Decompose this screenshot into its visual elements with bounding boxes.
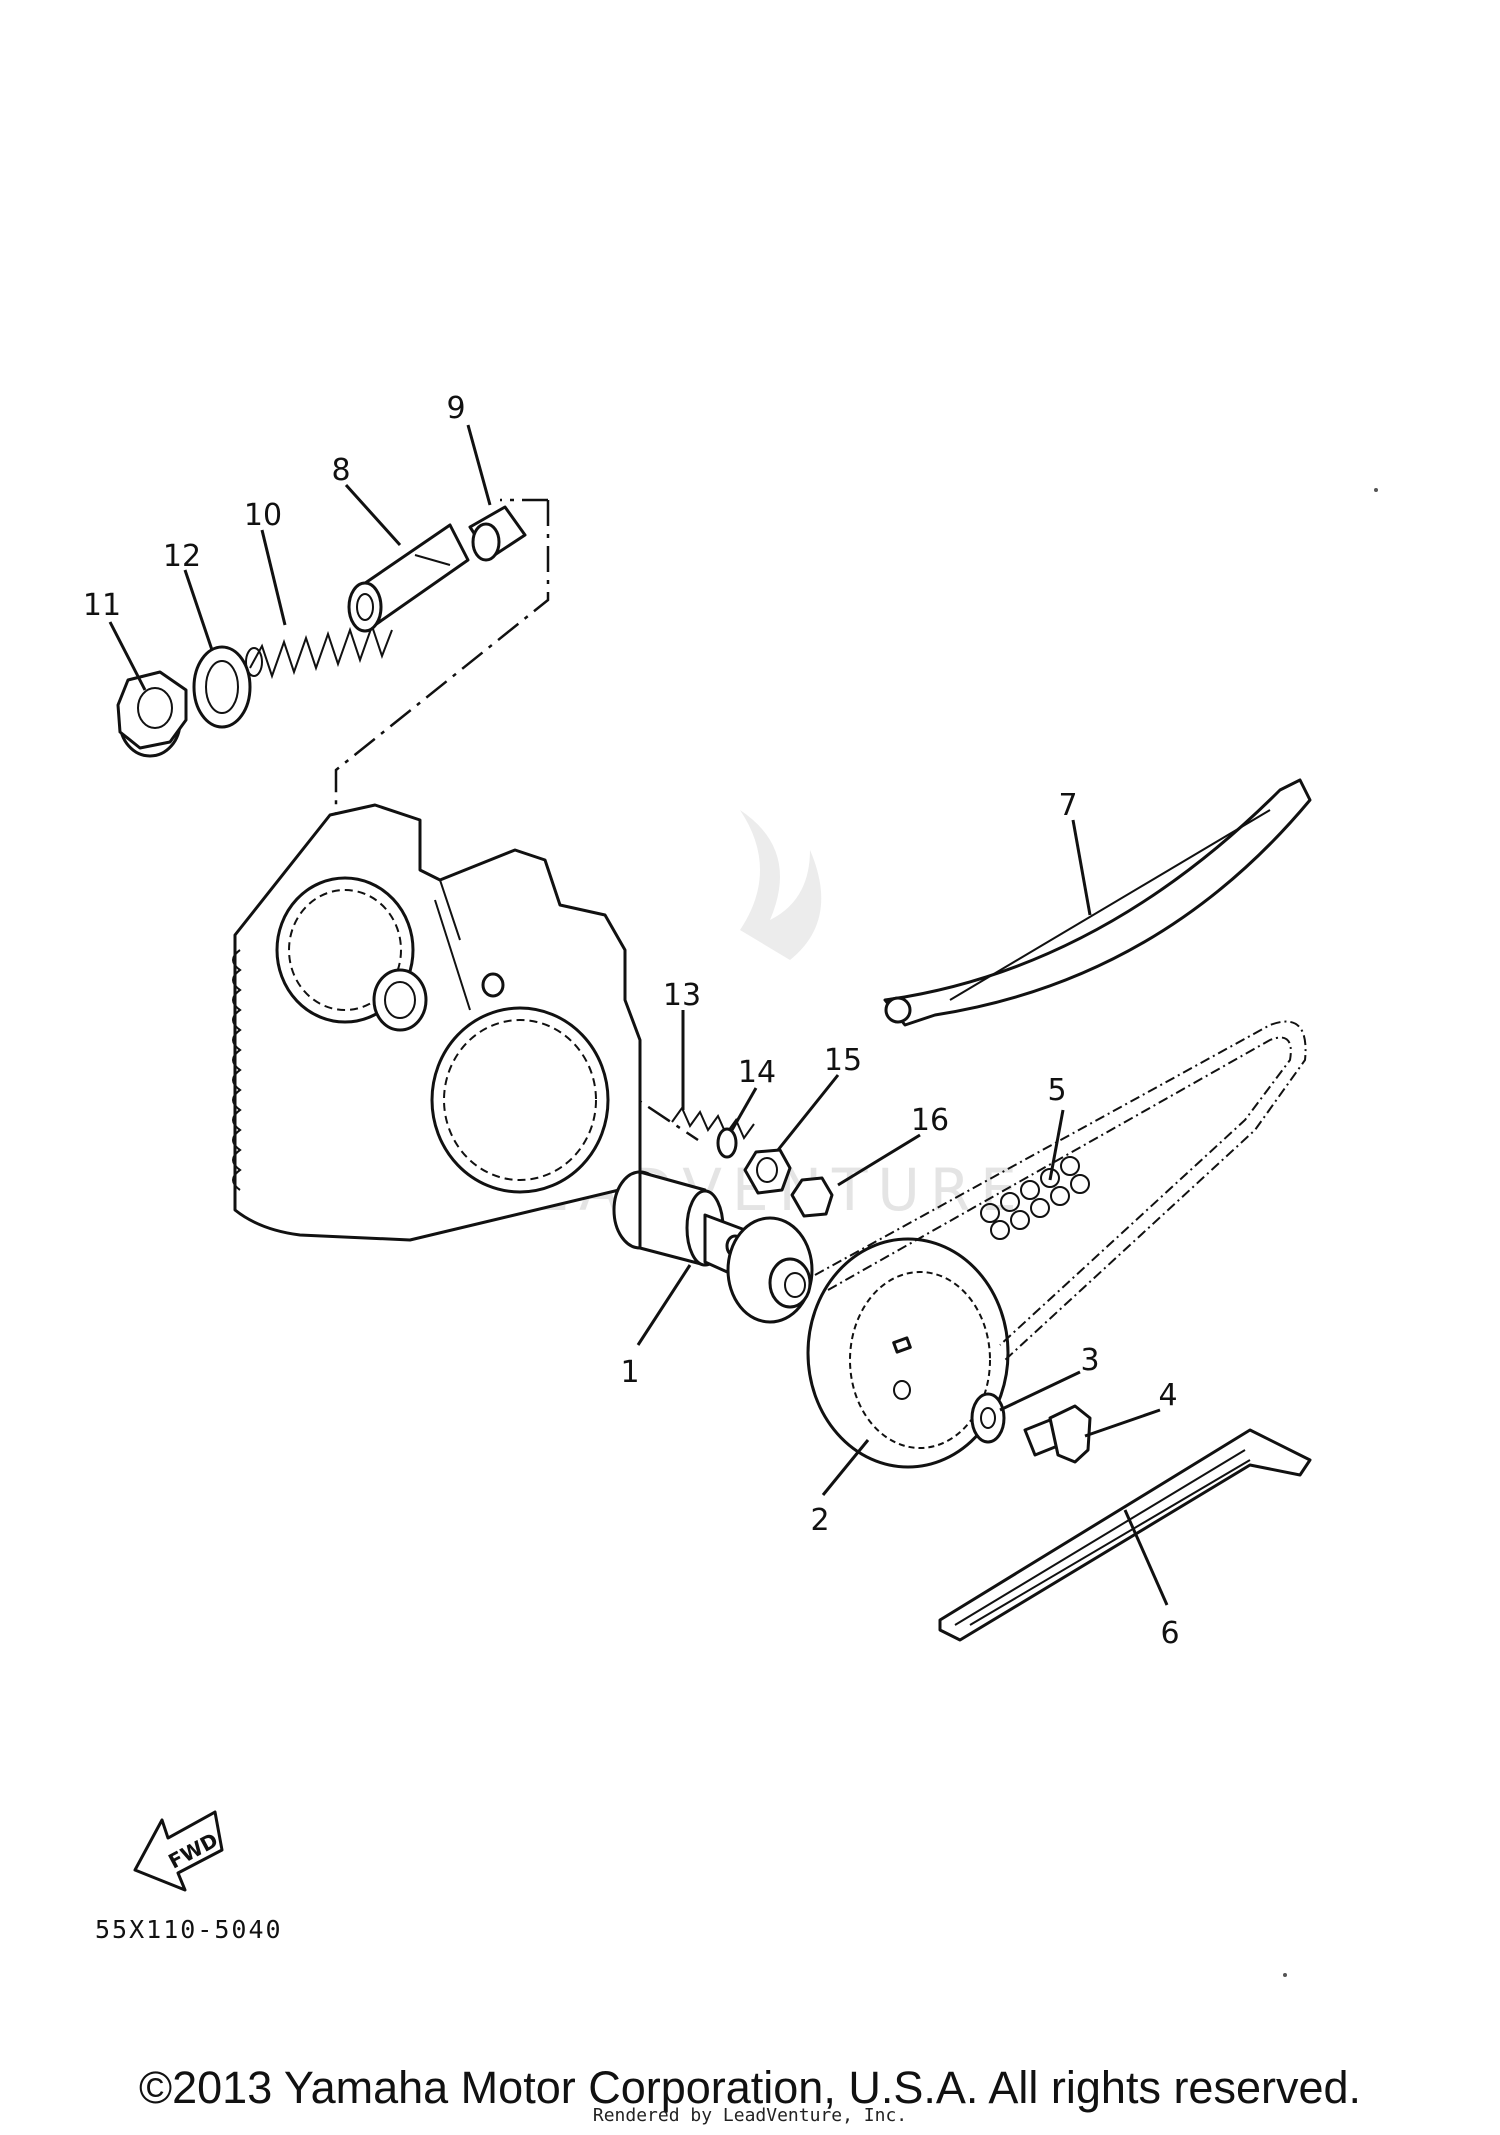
callout-9: 9 [446, 391, 465, 426]
callout-2: 2 [810, 1503, 829, 1538]
fwd-arrow: FWD [133, 1810, 224, 1892]
part-16-cap-nut [790, 1176, 834, 1218]
part-15-nut [743, 1148, 792, 1195]
callout-1: 1 [620, 1355, 639, 1390]
part-14-o-ring [716, 1127, 738, 1159]
callout-6: 6 [1160, 1616, 1179, 1651]
part-3-washer [970, 1392, 1006, 1444]
part-8-sleeve [347, 523, 470, 633]
callout-13: 13 [663, 978, 701, 1013]
stray-dot [1283, 1973, 1287, 1977]
callout-3: 3 [1080, 1343, 1099, 1378]
callout-16: 16 [911, 1103, 949, 1138]
drawing-code: 55X110-5040 [95, 1915, 283, 1944]
callout-8: 8 [331, 453, 350, 488]
part-7-chain-guide [883, 778, 1312, 1027]
callout-11: 11 [83, 588, 121, 623]
callout-4: 4 [1158, 1378, 1177, 1413]
part-12-washer [192, 645, 252, 729]
part-13-spring [671, 1105, 755, 1141]
callout-7: 7 [1058, 788, 1077, 823]
callout-15: 15 [824, 1043, 862, 1078]
callout-5: 5 [1047, 1073, 1066, 1108]
part-1-camshaft [612, 1170, 814, 1324]
part-11-flange-bolt [116, 670, 188, 758]
rendered-by-credit: Rendered by LeadVenture, Inc. [592, 2105, 908, 2126]
part-10-spring [245, 622, 393, 680]
callout-10: 10 [244, 498, 282, 533]
stray-dot [1374, 488, 1378, 492]
callout-14: 14 [738, 1055, 776, 1090]
part-callouts: 1 2 3 4 5 6 7 8 9 10 12 11 13 14 15 16 [83, 391, 1180, 1651]
copyright-notice: ©2013 Yamaha Motor Corporation, U.S.A. A… [138, 2062, 1362, 2113]
part-2-cam-sprocket [806, 1237, 1010, 1469]
callout-12: 12 [163, 539, 201, 574]
part-5-cam-chain [814, 1020, 1307, 1361]
part-9-cap [468, 505, 527, 562]
leader-lines [108, 424, 1169, 1606]
part-4-bolt [1023, 1404, 1092, 1464]
part-6-chain-damper [938, 1428, 1312, 1642]
cylinder-head [232, 803, 642, 1242]
